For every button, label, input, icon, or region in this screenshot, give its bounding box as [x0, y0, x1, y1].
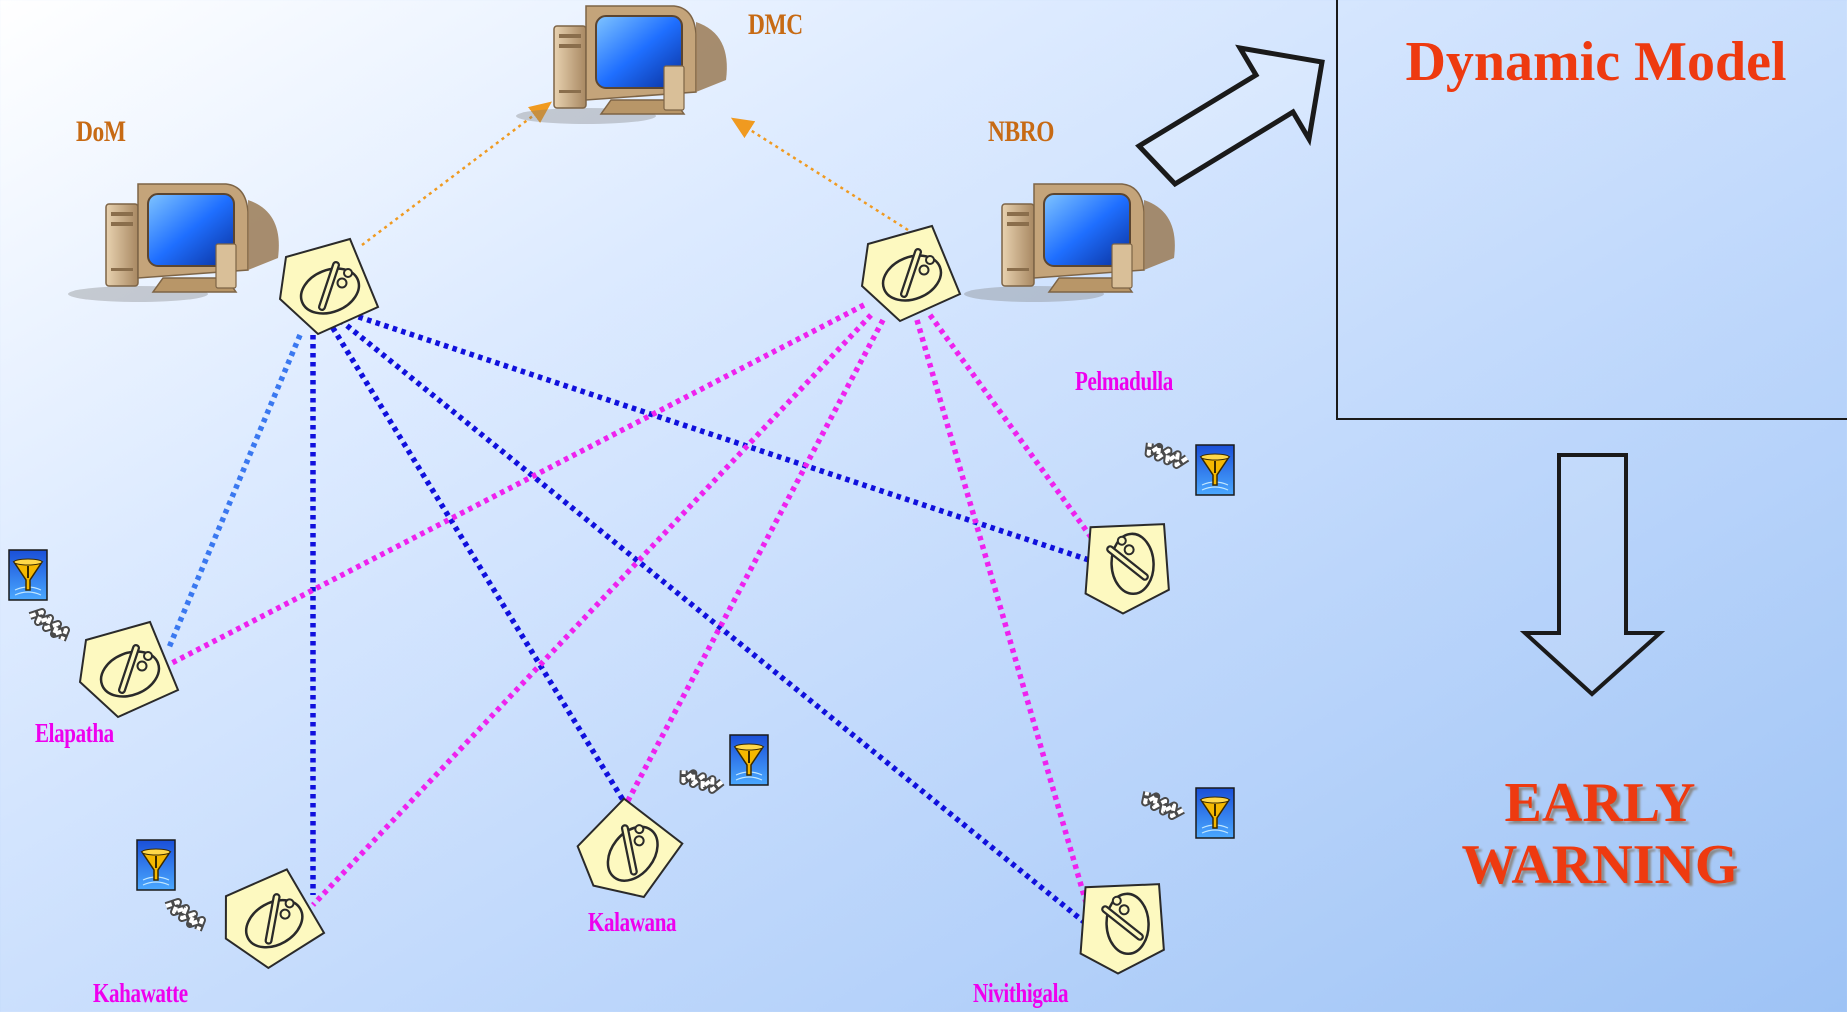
- dom-links: [165, 311, 1105, 933]
- elapatha-signal-icon: [30, 612, 66, 640]
- kahawatte-station-icon: [218, 866, 328, 974]
- nivithigala-label: Nivithigala: [973, 978, 1069, 1008]
- link-dom-elapatha: [165, 333, 303, 652]
- pelmadulla-label: Pelmadulla: [1075, 366, 1173, 396]
- kahawatte-sensor-icon: [136, 839, 176, 891]
- down-arrow-icon: [1519, 453, 1666, 697]
- link-nbro-pelmadulla: [927, 313, 1107, 557]
- dom-station-icon: [280, 239, 378, 334]
- outline-arrow-icon: [1135, 44, 1325, 188]
- dmc-links: [361, 101, 909, 246]
- kalawana-station-icon: [563, 785, 695, 916]
- link-dom-nivithigala: [338, 317, 1096, 933]
- kalawana-sensor-icon: [729, 734, 769, 786]
- pelmadulla-sensor-icon: [1195, 444, 1235, 496]
- kalawana-signal-icon: [680, 759, 723, 798]
- nbro-computer-icon: [963, 183, 1176, 303]
- elapatha-station-icon: [80, 622, 178, 717]
- kahawatte-label: Kahawatte: [93, 978, 188, 1008]
- link-nbro-elapatha: [166, 302, 866, 668]
- dynamic-model-box: Dynamic Model: [1336, 0, 1847, 420]
- nivithigala-sensor-icon: [1195, 787, 1235, 839]
- early-warning-text: EARLY WARNING: [1410, 772, 1790, 896]
- link-dom-pelmadulla: [349, 311, 1105, 568]
- nivithigala-station-icon: [1062, 861, 1185, 986]
- link-nbro-nivithigala: [914, 319, 1097, 931]
- pelmadulla-station-icon: [1067, 501, 1190, 626]
- link-dom-dmc: [361, 101, 552, 246]
- dynamic-model-title: Dynamic Model: [1405, 31, 1787, 93]
- dmc-label: DMC: [748, 8, 803, 41]
- nbro-station-icon: [862, 226, 960, 321]
- link-nbro-dmc: [730, 117, 909, 232]
- elapatha-sensor-icon: [8, 549, 48, 601]
- early-warning-line1: EARLY: [1504, 772, 1696, 834]
- early-warning-line2: WARNING: [1461, 834, 1739, 896]
- link-dom-kalawana: [325, 318, 626, 802]
- elapatha-label: Elapatha: [35, 718, 114, 748]
- nbro-label: NBRO: [988, 115, 1055, 148]
- dom-computer-icon: [67, 183, 280, 303]
- kalawana-label: Kalawana: [588, 907, 677, 937]
- link-nbro-kahawatte: [311, 313, 873, 907]
- kahawatte-signal-icon: [166, 902, 202, 930]
- nbro-links: [166, 302, 1107, 931]
- link-nbro-kalawana: [620, 318, 886, 812]
- pelmadulla-signal-icon: [1146, 435, 1188, 471]
- nivithigala-signal-icon: [1143, 786, 1183, 820]
- dom-label: DoM: [76, 115, 126, 148]
